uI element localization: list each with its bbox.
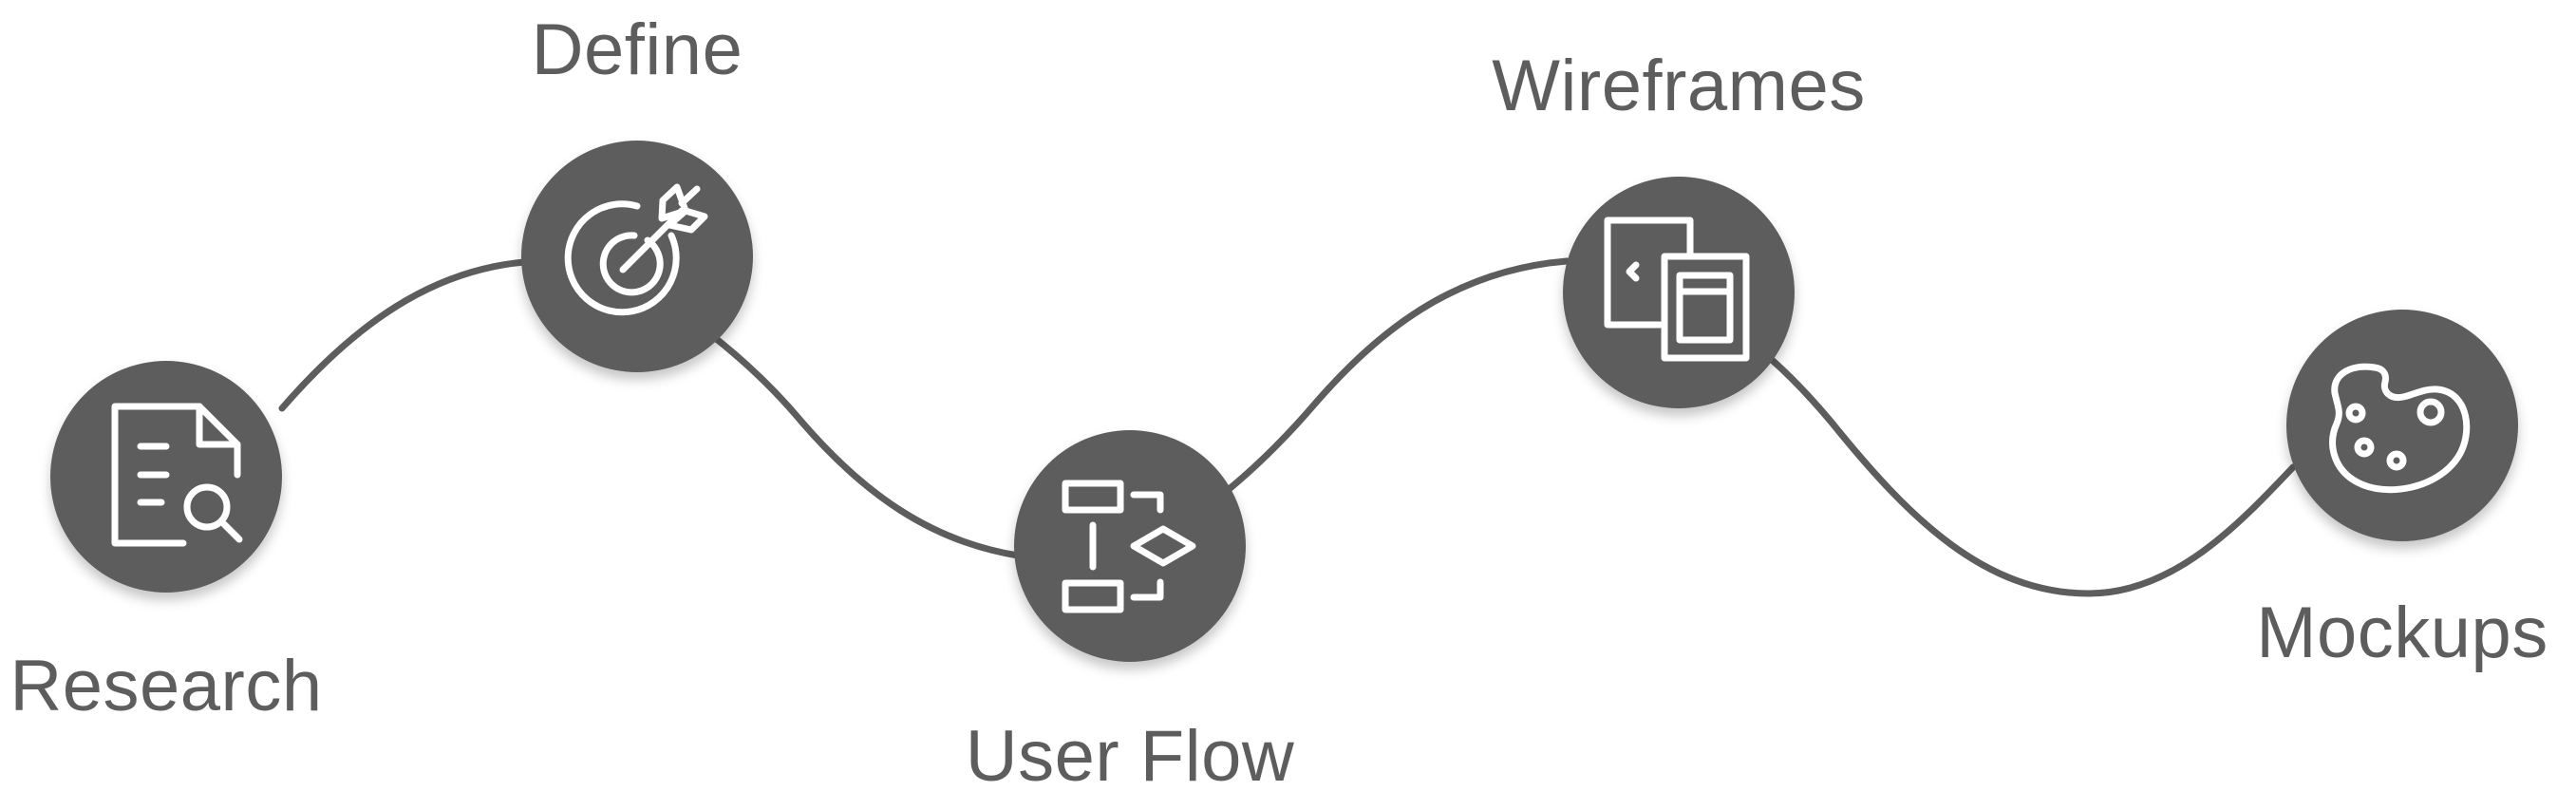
step-label-define: Define — [532, 9, 743, 90]
palette-icon — [2329, 363, 2471, 494]
flowchart-icon — [1062, 480, 1196, 613]
connector-research-define — [278, 258, 528, 412]
step-node-wireframes — [1563, 177, 1795, 408]
step-node-mockups — [2286, 310, 2518, 541]
target-dart-icon — [564, 183, 708, 316]
step-node-research — [50, 361, 282, 593]
wireframe-screens-icon — [1604, 217, 1750, 362]
step-labels: Research Define User Flow Wireframes Moc… — [9, 9, 2548, 797]
step-label-mockups: Mockups — [2256, 593, 2548, 673]
connector-lines — [278, 257, 2297, 597]
node-circle — [1014, 430, 1246, 662]
step-node-user-flow — [1014, 430, 1246, 662]
step-label-user-flow: User Flow — [966, 716, 1295, 797]
step-label-research: Research — [9, 646, 322, 726]
connector-wireframes-mockups — [1767, 355, 2297, 597]
step-node-define — [521, 141, 753, 372]
connector-define-userflow — [710, 333, 1022, 559]
document-search-icon — [111, 403, 243, 547]
connector-userflow-wireframes — [1223, 257, 1570, 495]
step-label-wireframes: Wireframes — [1492, 46, 1865, 126]
node-circle — [2286, 310, 2518, 541]
